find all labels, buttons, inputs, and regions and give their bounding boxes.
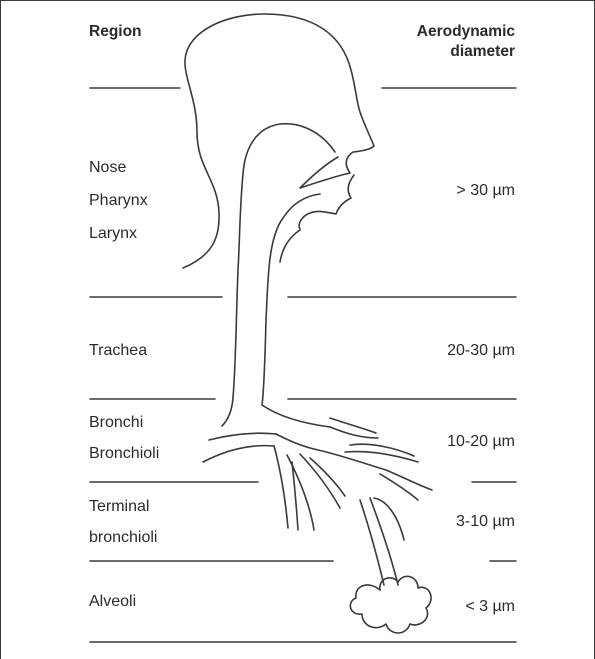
region-trachea-label: Trachea bbox=[89, 341, 147, 361]
terminal-bronchiole-a bbox=[360, 500, 384, 585]
left-bronchus bbox=[209, 433, 276, 440]
right-branch-a bbox=[386, 470, 432, 490]
tongue-inner bbox=[280, 230, 300, 262]
diameter-alveoli: < 3 µm bbox=[465, 597, 515, 617]
diameter-header-line1: Aerodynamic bbox=[417, 22, 515, 42]
lower-lip-chin bbox=[299, 175, 354, 229]
region-bronchioli-label: Bronchioli bbox=[89, 444, 159, 464]
diameter-bronchi: 10-20 µm bbox=[447, 432, 515, 452]
region-bronchioli-terminal-label: bronchioli bbox=[89, 528, 157, 548]
region-larynx-label: Larynx bbox=[89, 224, 137, 244]
trachea-wall bbox=[262, 194, 330, 427]
region-pharynx-label: Pharynx bbox=[89, 191, 148, 211]
region-bronchi-label: Bronchi bbox=[89, 413, 143, 433]
diameter-trachea: 20-30 µm bbox=[447, 341, 515, 361]
region-alveoli-label: Alveoli bbox=[89, 592, 136, 612]
upper-lip bbox=[300, 152, 353, 188]
diameter-header-line2: diameter bbox=[450, 42, 515, 62]
right-branch-b bbox=[380, 474, 418, 500]
region-terminal-label: Terminal bbox=[89, 497, 149, 517]
diameter-terminal: 3-10 µm bbox=[456, 512, 515, 532]
alveoli-cluster bbox=[350, 576, 431, 633]
terminal-bronchiole-b bbox=[370, 498, 398, 585]
nasal-cavity bbox=[222, 124, 335, 426]
head-outline bbox=[183, 14, 374, 268]
mid-branch-e bbox=[310, 458, 345, 496]
region-nose-label: Nose bbox=[89, 158, 126, 178]
diameter-upper-airway: > 30 µm bbox=[456, 181, 515, 201]
right-upper-branch-2 bbox=[330, 418, 376, 433]
right-upper-branch bbox=[330, 427, 378, 438]
mid-branch-a bbox=[274, 446, 288, 528]
region-header: Region bbox=[89, 22, 142, 42]
left-bronchus-lower bbox=[203, 446, 274, 462]
